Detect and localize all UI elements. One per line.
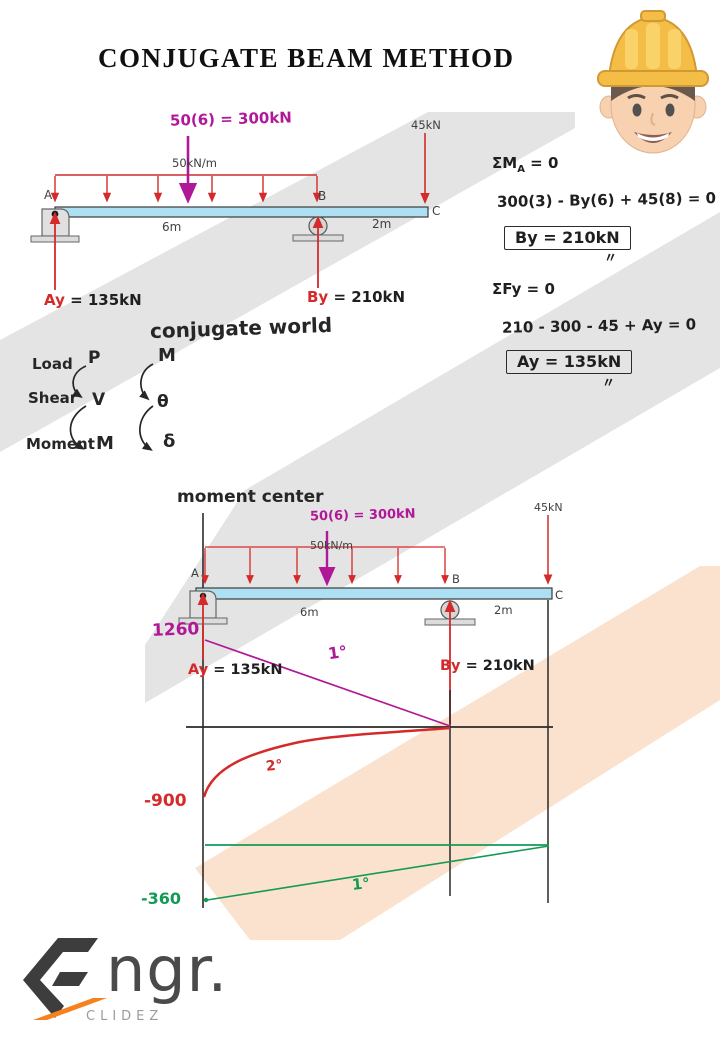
reaction-a-value: = 135kN: [64, 291, 142, 309]
reaction-b-value: = 210kN: [460, 658, 535, 674]
arrow-v-to-m: [69, 405, 87, 450]
beam1-point-load-label: 45kN: [411, 118, 441, 132]
eyebrow-right: [660, 94, 679, 100]
brand-subtitle: CLIDEZ: [86, 1009, 164, 1024]
conjugate-shear-symbol: V: [92, 390, 106, 410]
beam2-reaction-b: By = 210kN: [440, 658, 535, 675]
logo-middle-bar: [52, 972, 88, 986]
moment-at-a-value: 1260: [151, 619, 200, 641]
beam2-span-ab: 6m: [300, 605, 319, 619]
beam-bar: [54, 206, 429, 218]
beam2-reaction-a: Ay = 135kN: [188, 662, 283, 679]
reaction-b-value: = 210kN: [328, 288, 406, 306]
conjugate-row-load: Load: [32, 355, 73, 373]
beam2-span-bc: 2m: [494, 603, 513, 617]
arrow-m-to-theta: [139, 363, 154, 401]
equals-zero: = 0: [524, 154, 559, 172]
beam-diagram-2: [178, 513, 553, 908]
conjugate-map-arrows: [69, 363, 154, 451]
moment-line-first-order: [204, 639, 451, 727]
watermark-gray-band-top: [0, 112, 575, 452]
ay-result-box: Ay = 135kN: [506, 350, 633, 374]
hat-brim: [597, 70, 709, 87]
beam1-node-c: C: [432, 204, 441, 218]
beam-bar: [195, 587, 553, 600]
beam-diagram-1: [30, 133, 430, 290]
conjugate-shear-conj-symbol: θ: [157, 392, 169, 412]
beam2-node-b: B: [452, 572, 460, 586]
tick-mark: 〃: [604, 251, 618, 266]
force-equation: 210 - 300 - 45 + Ay = 0: [501, 315, 697, 337]
beam1-reaction-b: By = 210kN: [307, 289, 405, 306]
conjugate-moment-symbol: M: [96, 433, 114, 454]
curve-order-label: 2°: [265, 757, 284, 775]
conjugate-moment-conj-symbol: δ: [163, 431, 176, 452]
arrow-theta-to-delta: [139, 405, 154, 451]
beam1-span-ab: 6m: [162, 220, 182, 234]
beam2-resultant-label: 50(6) = 300kN: [309, 506, 416, 525]
reaction-a-value: = 135kN: [208, 662, 283, 678]
curve-second-order: [202, 726, 451, 798]
teeth: [637, 133, 669, 141]
hat-panel: [646, 23, 660, 69]
force-sum-equation: ΣFy = 0: [492, 280, 555, 298]
sigma-m: ΣM: [492, 154, 518, 172]
nose: [650, 112, 656, 127]
reaction-b-symbol: By: [307, 288, 329, 306]
conjugate-row-moment: Moment: [26, 435, 95, 453]
page-title: CONJUGATE BEAM METHOD: [98, 43, 515, 73]
tick-mark: 〃: [602, 376, 616, 391]
moment-order-label: 1°: [326, 641, 349, 664]
hat-knob: [640, 10, 666, 22]
beam1-resultant-label: 50(6) = 300kN: [169, 108, 293, 130]
logo-chevron-dark: [23, 938, 98, 1018]
green-end-dot: [203, 897, 209, 903]
beam1-span-bc: 2m: [372, 217, 392, 231]
watermark-shapes: [0, 112, 720, 940]
beam1-node-b: B: [318, 189, 327, 203]
moment-equation: 300(3) - By(6) + 45(8) = 0: [496, 189, 717, 211]
logo-orange-bar: [33, 998, 107, 1020]
beam1-distributed-load-label: 50kN/m: [172, 156, 217, 170]
sub-a: A: [517, 164, 525, 175]
reaction-b-symbol: By: [440, 658, 461, 674]
construction-worker-avatar: [597, 10, 709, 154]
neg360-value: -360: [141, 889, 182, 908]
beam2-node-a: A: [191, 566, 199, 580]
beam1-node-a: A: [44, 188, 53, 202]
beam1-reaction-a: Ay = 135kN: [44, 292, 142, 309]
moment-center-heading: moment center: [177, 487, 324, 507]
watermark-orange-band: [195, 566, 720, 940]
green-first-order-line: [206, 845, 550, 901]
by-result-box: By = 210kN: [504, 226, 631, 250]
conjugate-row-shear: Shear: [28, 389, 78, 407]
eyebrow-left: [627, 94, 646, 100]
beam2-point-load-label: 45kN: [534, 501, 563, 514]
eye-left: [632, 103, 642, 117]
hat-panel: [625, 29, 638, 69]
brand-name: ngr.: [106, 933, 229, 1006]
neg900-value: -900: [144, 791, 187, 811]
watermark-gray-band-middle: [145, 212, 720, 703]
conjugate-load-symbol: P: [88, 348, 101, 368]
beam2-node-c: C: [555, 588, 564, 602]
conjugate-load-conj-symbol: M: [158, 345, 176, 366]
beam2-distributed-load-label: 50kN/m: [310, 539, 354, 552]
eye-right: [665, 103, 675, 117]
hat-panel: [668, 29, 681, 69]
moment-sum-equation: ΣMA = 0: [492, 155, 558, 175]
reaction-a-symbol: Ay: [188, 662, 209, 678]
logo-glyph: [23, 938, 107, 1020]
reaction-a-symbol: Ay: [44, 291, 65, 309]
green-order-label: 1°: [351, 874, 371, 894]
arrow-p-to-v: [71, 365, 87, 398]
